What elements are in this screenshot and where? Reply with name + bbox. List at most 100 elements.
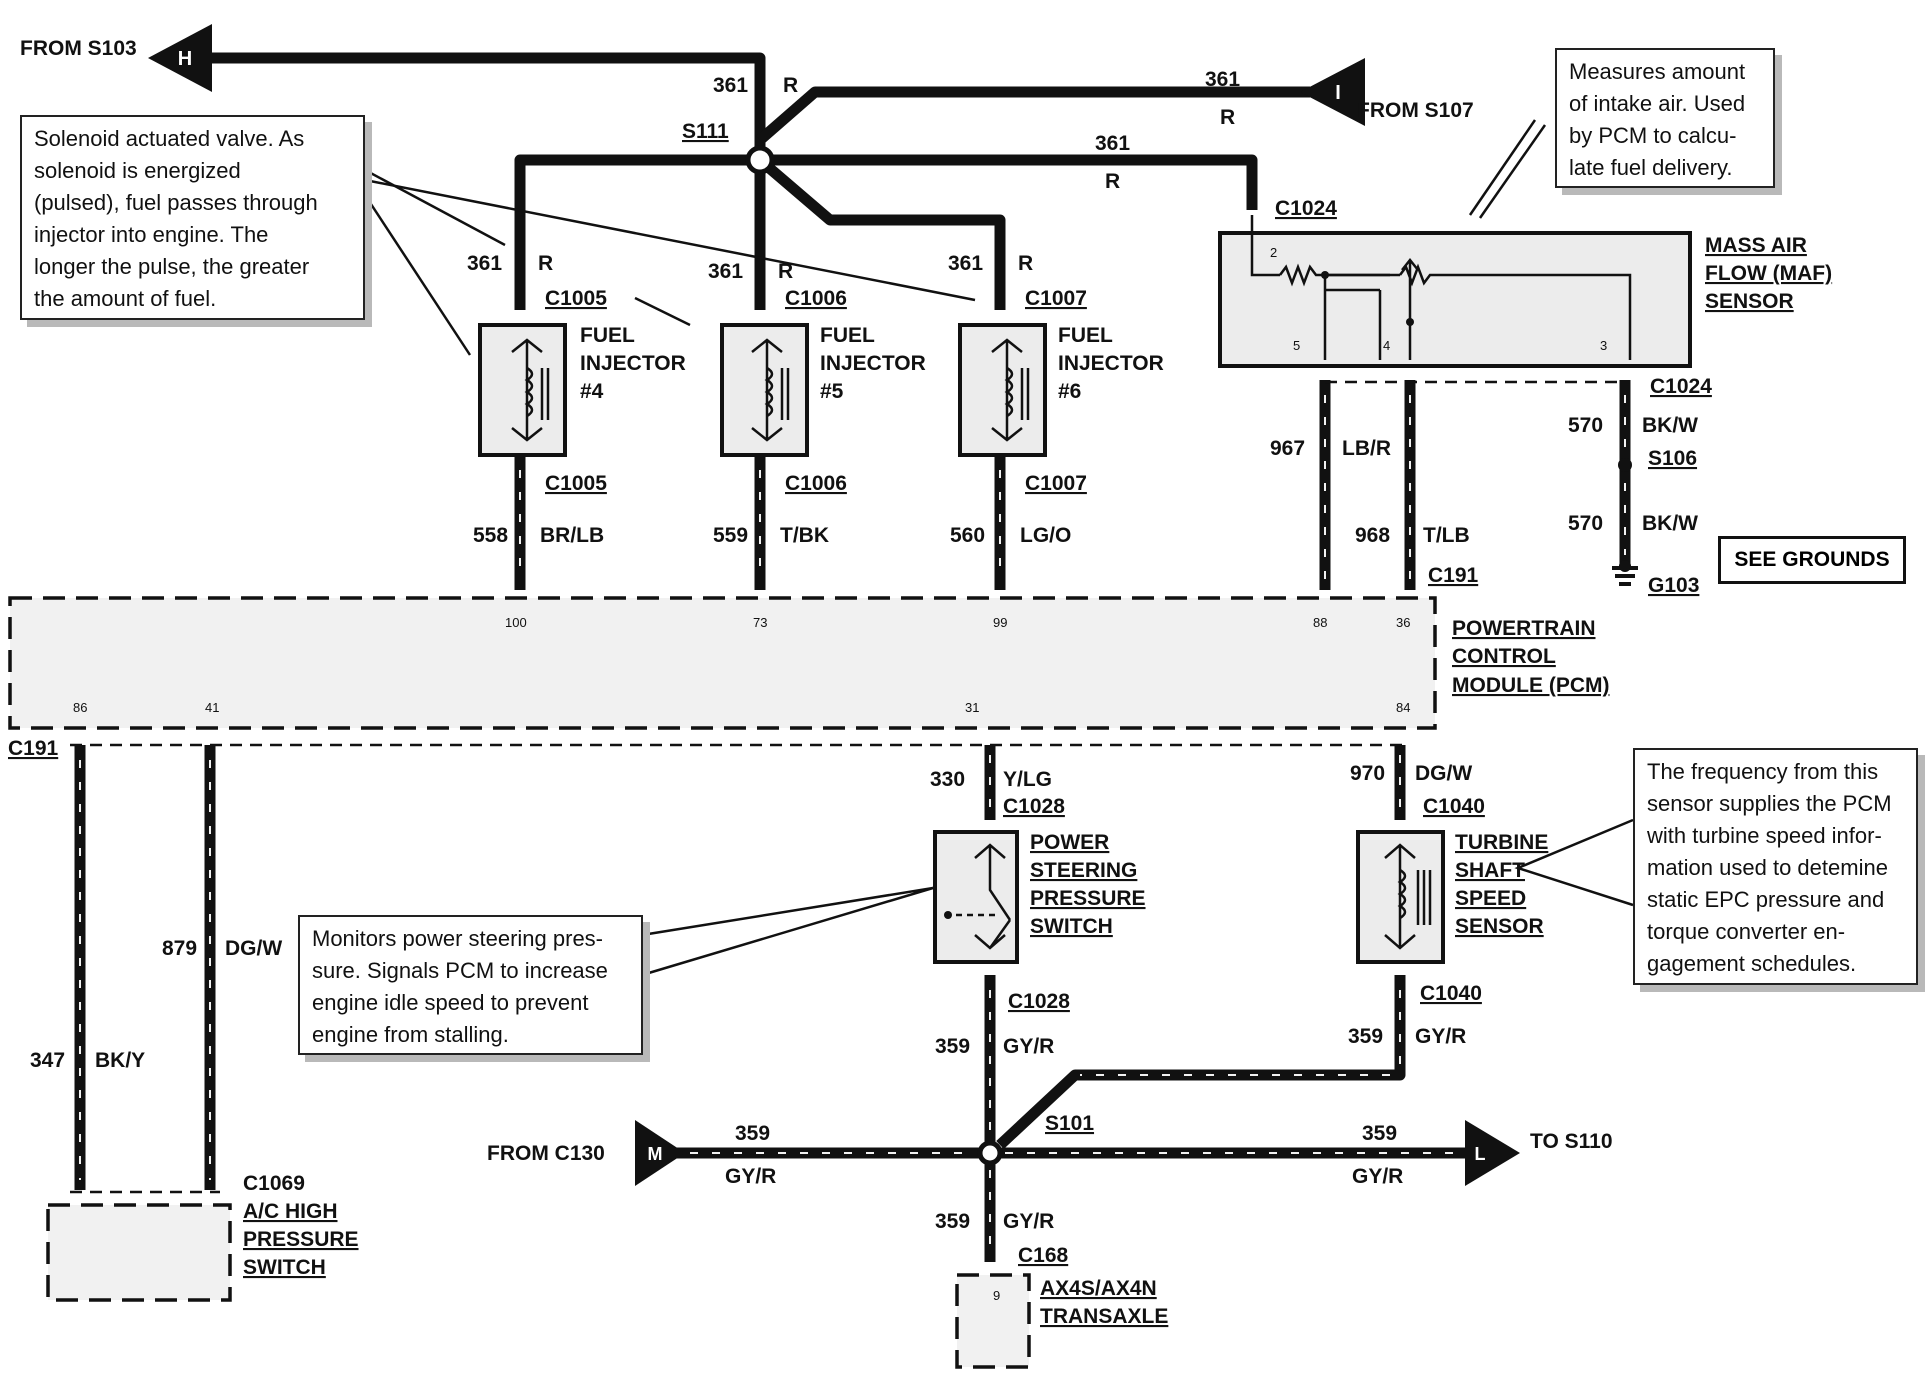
callout-pointer [1478, 124, 1547, 219]
ps-switch-node [944, 911, 952, 919]
tss-core-icon [1416, 870, 1432, 925]
wire-361-from-s107 [756, 86, 1310, 145]
conn-c1024-bottom: C1024 [1650, 375, 1712, 398]
ac-switch-label-3: SWITCH [243, 1256, 326, 1279]
conn-c1005-top: C1005 [545, 287, 607, 310]
callout-line: mation used to detemine [1647, 855, 1888, 880]
injector-4-label-3: #4 [580, 380, 604, 403]
splice-s101 [977, 1140, 1003, 1166]
wire-560-color: LG/O [1020, 524, 1071, 547]
conn-c1007-top: C1007 [1025, 287, 1087, 310]
splice-s106-label: S106 [1648, 447, 1697, 470]
tss-label-2: SHAFT [1455, 859, 1525, 882]
maf-internal-line [1250, 215, 1280, 277]
wire-330-num: 330 [930, 768, 965, 791]
pcm-label-2: CONTROL [1452, 645, 1556, 668]
conn-c191-maf: C191 [1428, 564, 1479, 587]
ground-node [1619, 560, 1631, 572]
wire-color-label: R [778, 260, 793, 283]
injector-core-icon [540, 368, 550, 420]
tss-terminal [1384, 843, 1416, 950]
wire-num-label: 361 [1205, 68, 1240, 91]
maf-node [1406, 318, 1414, 326]
injector-terminal [511, 338, 543, 442]
wire-color-label: R [1105, 170, 1120, 193]
callout-maf: Measures amount of intake air. Used by P… [1555, 48, 1775, 188]
connector-m-arrow [635, 1120, 685, 1186]
callout-line: with turbine speed infor- [1647, 823, 1882, 848]
wire-558-num: 558 [473, 524, 508, 547]
pcm-pin-41: 41 [205, 700, 219, 715]
callout-line: injector into engine. The [34, 222, 269, 247]
maf-pin-2: 2 [1270, 245, 1277, 260]
wire-330-color: Y/LG [1003, 768, 1052, 791]
injector-4-label-1: FUEL [580, 324, 635, 347]
wire-361-to-injector-4 [514, 154, 760, 310]
injector-core-icon [1020, 368, 1030, 420]
callout-pointer [363, 194, 472, 356]
wire-359-num: 359 [735, 1122, 770, 1145]
wire-359-color: GY/R [1003, 1210, 1054, 1233]
connector-i-id: I [1335, 82, 1341, 104]
callout-injector: Solenoid actuated valve. As solenoid is … [20, 115, 365, 320]
injector-6-label-3: #6 [1058, 380, 1081, 403]
tss-label-1: TURBINE [1455, 831, 1548, 854]
wire-num-label: 361 [1095, 132, 1130, 155]
injector-6-label-1: FUEL [1058, 324, 1113, 347]
wire-num-label: 361 [708, 260, 743, 283]
callout-line: late fuel delivery. [1569, 155, 1733, 180]
wire-570-color: BK/W [1642, 512, 1698, 535]
ps-switch-label-4: SWITCH [1030, 915, 1113, 938]
injector-6-body [958, 323, 1047, 457]
see-grounds-box: SEE GROUNDS [1718, 536, 1906, 584]
injector-core-icon [780, 368, 790, 420]
maf-resistor-icon [1279, 263, 1400, 287]
conn-c1028-bottom: C1028 [1008, 990, 1070, 1013]
pcm-pin-84: 84 [1396, 700, 1410, 715]
injector-terminal [751, 338, 783, 442]
wire-359-num: 359 [1362, 1122, 1397, 1145]
maf-pin-4: 4 [1383, 338, 1390, 353]
pcm-label-1: POWERTRAIN [1452, 617, 1596, 640]
wire-879-color: DG/W [225, 937, 282, 960]
injector-5-label-1: FUEL [820, 324, 875, 347]
injector-5-body [720, 323, 809, 457]
wire-359-num: 359 [935, 1210, 970, 1233]
injector-6-label-2: INJECTOR [1058, 352, 1164, 375]
callout-line: engine idle speed to prevent [312, 990, 589, 1015]
wire-558-color: BR/LB [540, 524, 604, 547]
wire-570-num: 570 [1568, 512, 1603, 535]
connector-h-id: H [178, 48, 192, 70]
maf-pin-3: 3 [1600, 338, 1607, 353]
callout-line: by PCM to calcu- [1569, 123, 1737, 148]
wire-359-num: 359 [1348, 1025, 1383, 1048]
callout-line: the amount of fuel. [34, 286, 217, 311]
from-s103-label: FROM S103 [20, 37, 137, 60]
ground-g103-label: G103 [1648, 574, 1699, 597]
ps-switch-label-3: PRESSURE [1030, 887, 1146, 910]
conn-c1040-top: C1040 [1423, 795, 1485, 818]
splice-s106 [1618, 458, 1632, 472]
injector-terminal [991, 338, 1023, 442]
connector-m-id: M [648, 1144, 663, 1164]
tss-label-4: SENSOR [1455, 915, 1544, 938]
ps-switch-label-1: POWER [1030, 831, 1109, 854]
connector-h-arrow [148, 24, 212, 92]
callout-line: Measures amount [1569, 59, 1746, 84]
wire-347-num: 347 [30, 1049, 65, 1072]
transaxle-label-2: TRANSAXLE [1040, 1305, 1168, 1328]
conn-c1006-bottom: C1006 [785, 472, 847, 495]
pcm-pin-88: 88 [1313, 615, 1327, 630]
callout-line: solenoid is energized [34, 158, 241, 183]
wire-968-num: 968 [1355, 524, 1390, 547]
ac-switch-label-2: PRESSURE [243, 1228, 359, 1251]
conn-c1007-bottom: C1007 [1025, 472, 1087, 495]
wire-570-num: 570 [1568, 414, 1603, 437]
injector-4 [478, 323, 567, 590]
ac-switch-label-1: A/C HIGH [243, 1200, 338, 1223]
splice-s111 [745, 145, 775, 175]
callout-line: sensor supplies the PCM [1647, 791, 1892, 816]
wire-num-label: 361 [467, 252, 502, 275]
wire-967-color: LB/R [1342, 437, 1391, 460]
callout-line: (pulsed), fuel passes through [34, 190, 318, 215]
